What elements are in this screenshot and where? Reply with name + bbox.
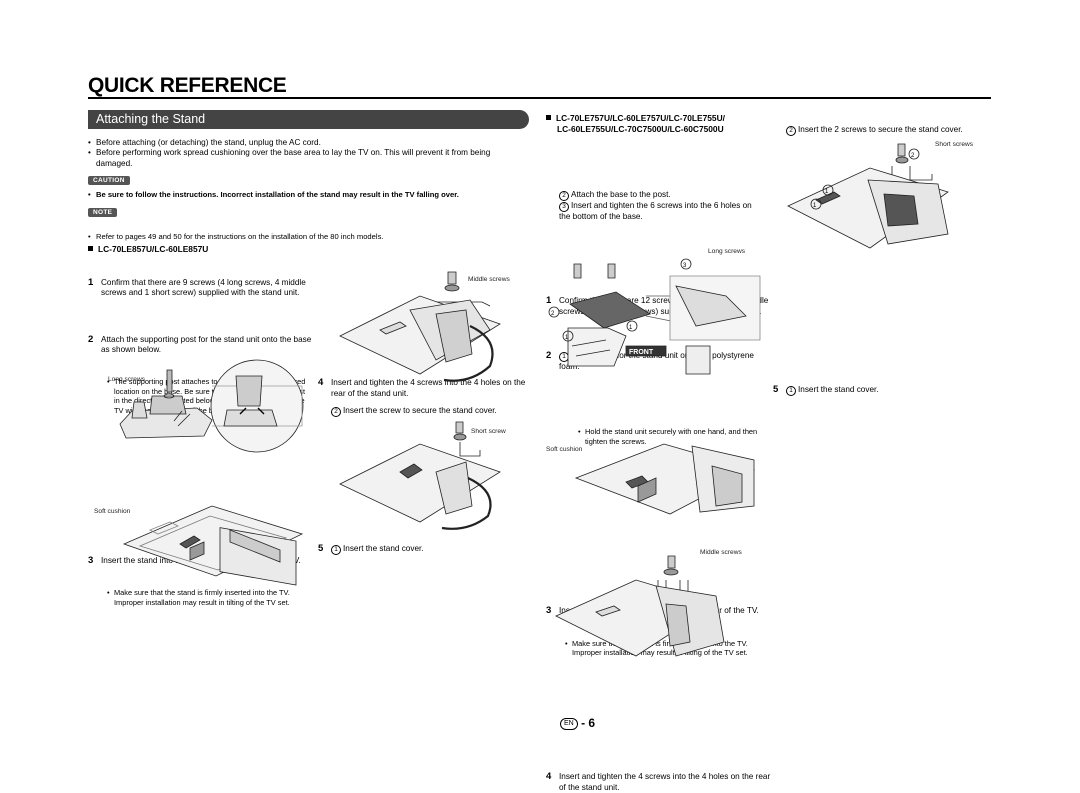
intro-bullet: Before performing work spread cushioning… xyxy=(88,148,518,169)
model-b-step3-note: Make sure that the stand is firmly inser… xyxy=(565,639,768,658)
tv-rear-stand-insert-b-illustration xyxy=(572,436,762,520)
caution-text: Be sure to follow the instructions. Inco… xyxy=(88,190,528,201)
model-b-heading: LC-70LE757U/LC-60LE757U/LC-70LE755U/ xyxy=(546,113,725,123)
soft-cushion-label: Soft cushion xyxy=(94,508,131,515)
long-screws-label-b: Long screws xyxy=(708,248,746,255)
marker-1b: 1 xyxy=(629,325,633,331)
page-sep: - xyxy=(581,716,586,730)
stand-assembly-illustration: FRONT 3 2 1 1 xyxy=(546,256,760,380)
marker-c3: 2 xyxy=(911,153,915,159)
note-text: Refer to pages 49 and 50 for the instruc… xyxy=(88,232,528,243)
model-a-heading: LC-70LE857U/LC-60LE857U xyxy=(88,244,208,254)
short-screws-label: Short screws xyxy=(935,141,974,148)
intro-bullet: Before attaching (or detaching) the stan… xyxy=(88,138,518,149)
page-title: QUICK REFERENCE xyxy=(88,74,287,97)
intro-bullets: Before attaching (or detaching) the stan… xyxy=(88,138,518,169)
stand-cover-illustration xyxy=(340,422,520,534)
marker-1a: 1 xyxy=(565,335,569,341)
stand-cover-b-illustration: 1 1 2 xyxy=(788,144,968,254)
section-title: Attaching the Stand xyxy=(88,110,529,129)
model-a-step3-note: Make sure that the stand is firmly inser… xyxy=(107,588,312,607)
page-num: 6 xyxy=(588,716,596,730)
note-tag: NOTE xyxy=(88,208,118,217)
stand-base-illustration xyxy=(112,366,308,448)
language-badge: EN xyxy=(560,718,578,730)
title-rule xyxy=(88,97,991,99)
short-screw-label: Short screw xyxy=(471,428,506,435)
page-number: EN - 6 xyxy=(560,716,595,730)
middle-screws-label-b: Middle screws xyxy=(700,549,742,556)
front-label: FRONT xyxy=(629,349,654,356)
stand-screws-illustration xyxy=(340,270,520,388)
middle-screws-label: Middle screws xyxy=(468,276,510,283)
model-b-step2-note: Hold the stand unit securely with one ha… xyxy=(578,427,767,446)
stand-screws-b-illustration xyxy=(556,556,736,666)
soft-cushion-label-b: Soft cushion xyxy=(546,446,583,453)
marker-c2: 1 xyxy=(813,203,817,209)
marker-2: 2 xyxy=(551,311,555,317)
tv-rear-stand-insert-illustration xyxy=(120,500,310,580)
model-b-heading-line2: LC-60LE755U/LC-70C7500U/LC-60C7500U xyxy=(557,124,724,134)
caution-tag: CAUTION xyxy=(88,176,130,185)
marker-3: 3 xyxy=(683,263,687,269)
marker-c1: 1 xyxy=(825,189,829,195)
long-screws-label: Long screws xyxy=(108,376,146,383)
